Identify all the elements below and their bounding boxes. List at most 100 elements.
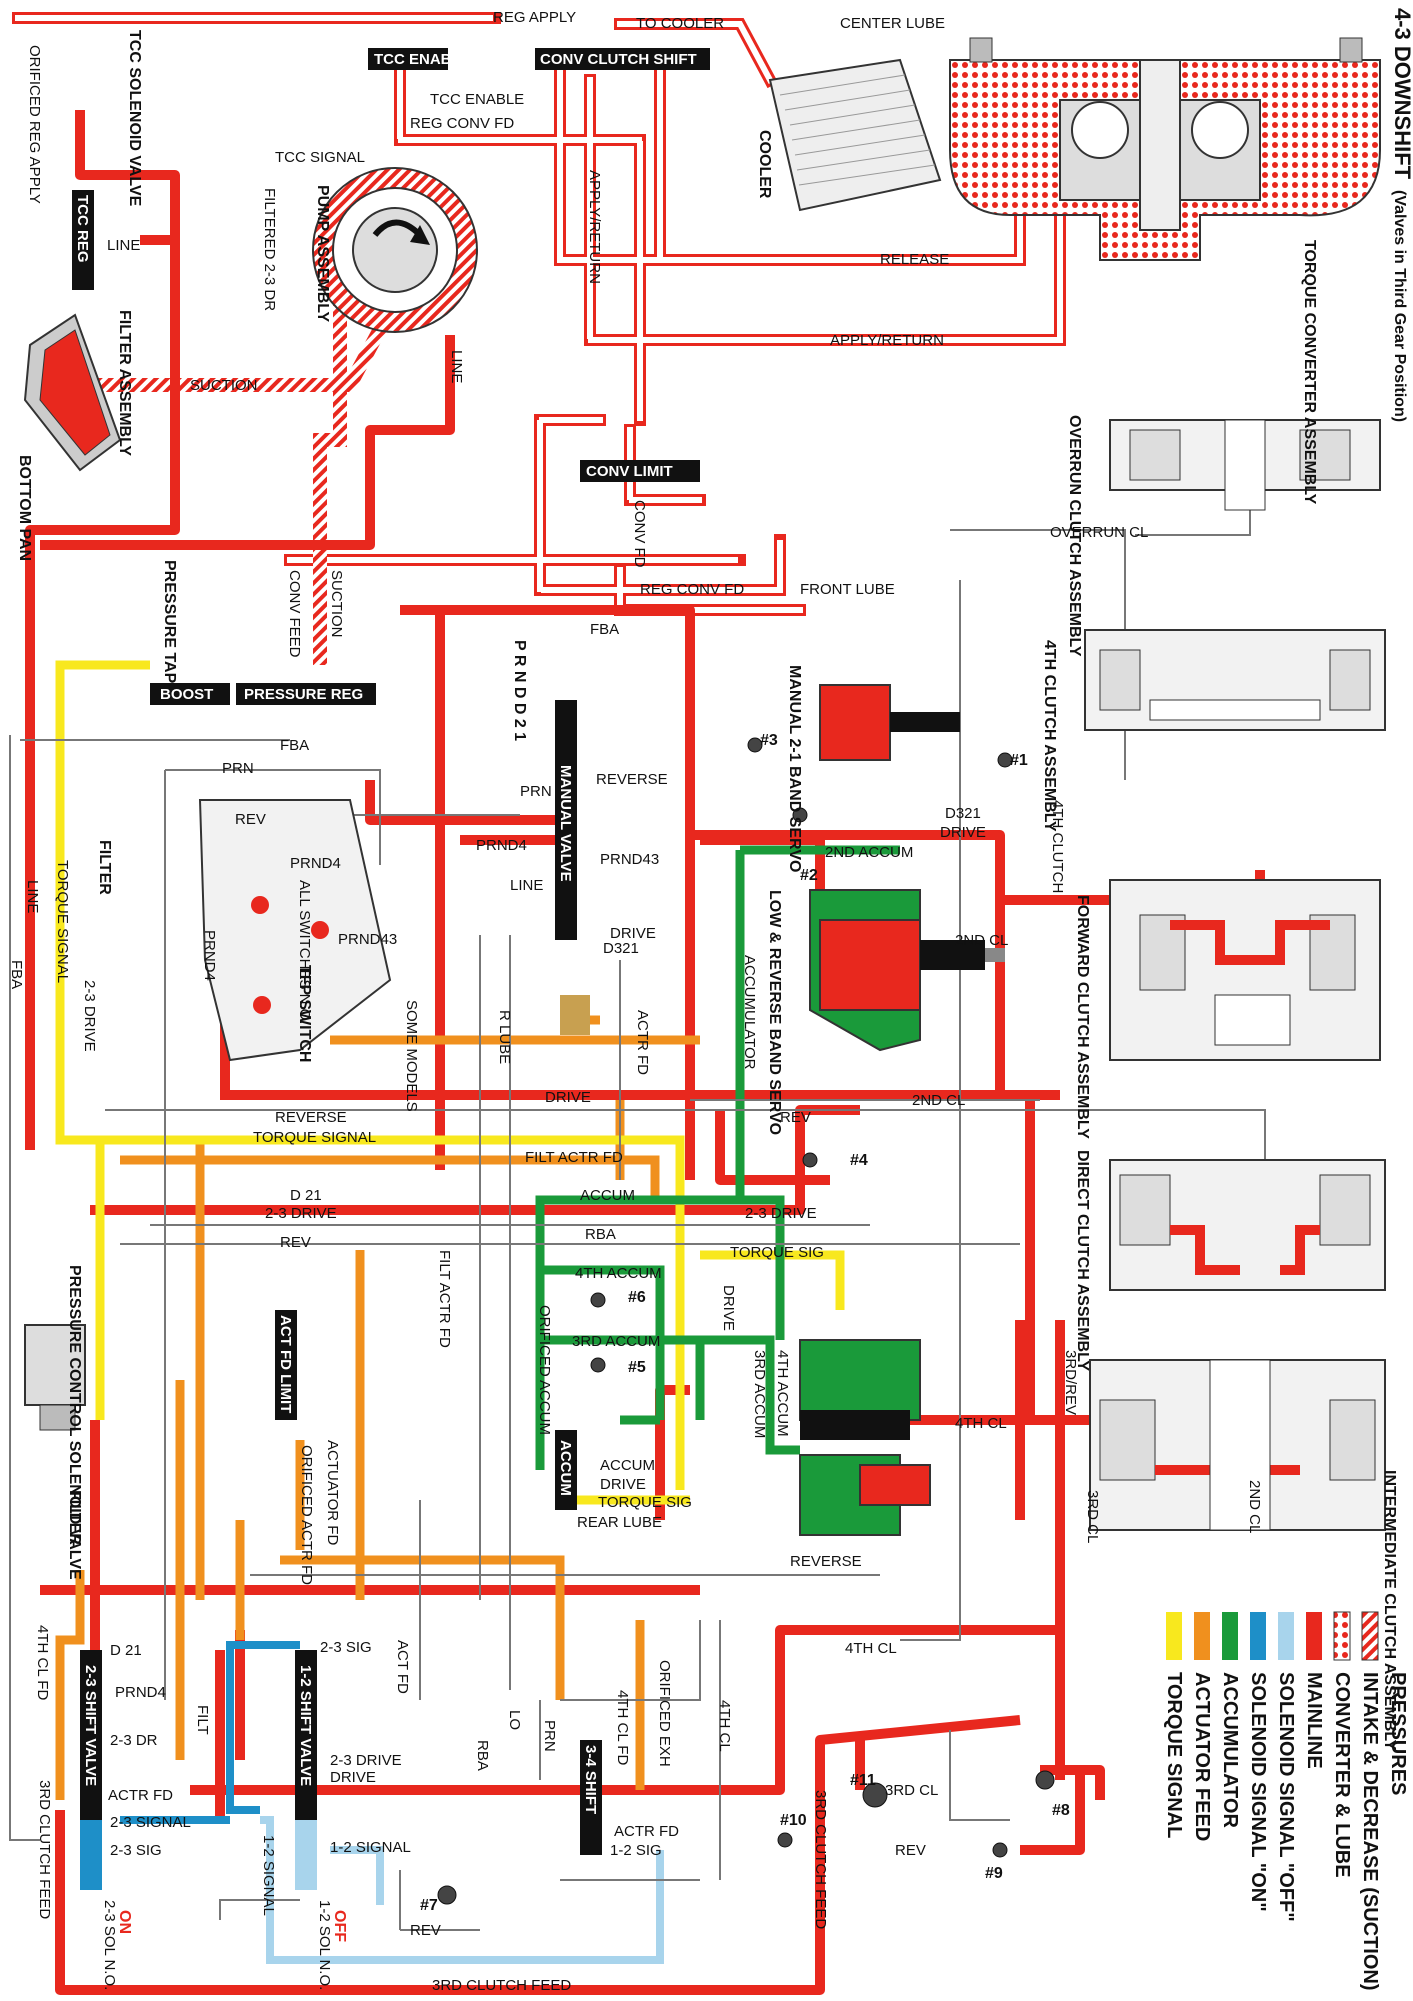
line-2nd-accum: 2ND ACCUM xyxy=(825,844,913,861)
label-forward-clutch: FORWARD CLUTCH ASSEMBLY xyxy=(1074,895,1091,1139)
line-4th-cl-fd-2: 4TH CL FD xyxy=(614,1690,631,1765)
legend-sol-on: SOLENOID SIGNAL "ON" xyxy=(1247,1672,1269,1912)
low-reverse-band-servo xyxy=(809,889,1005,1052)
line-line-vert: LINE xyxy=(24,880,41,913)
line-4th-clutch-vert: 4TH CLUTCH xyxy=(1049,800,1066,893)
line-3rd-cl: 3RD CL xyxy=(885,1782,938,1799)
line-prnd4: PRND4 xyxy=(476,837,527,854)
line-prn-2: PRN xyxy=(520,783,552,800)
valve-accum: ACCUM xyxy=(557,1440,574,1496)
line-apply-return-vert: APPLY/RETURN xyxy=(586,170,603,284)
line-2-3-sig-low: 2-3 SIG xyxy=(110,1842,162,1859)
line-4th-accum: 4TH ACCUM xyxy=(575,1265,662,1282)
line-accum: ACCUM xyxy=(580,1187,635,1204)
line-orificed-accum: ORIFICED ACCUM xyxy=(536,1305,553,1435)
line-filt-actr-fd-vert: FILT ACTR FD xyxy=(436,1250,453,1348)
line-4th-accum-vert: 4TH ACCUM xyxy=(774,1350,791,1437)
label-torque-converter: TORQUE CONVERTER ASSEMBLY xyxy=(1301,240,1318,505)
line-orificed-exh: ORIFICED EXH xyxy=(656,1660,673,1767)
title-block: 4-3 DOWNSHIFT (Valves in Third Gear Posi… xyxy=(1390,8,1413,422)
checkball-5: #5 xyxy=(628,1359,646,1376)
line-actr-fd-vert: ACTR FD xyxy=(634,1010,651,1075)
torque-signal-passages xyxy=(55,660,845,1505)
checkball-11: #11 xyxy=(850,1772,876,1789)
line-apply-return: APPLY/RETURN xyxy=(830,332,944,349)
line-torque-sig: TORQUE SIG xyxy=(730,1244,824,1261)
legend-accumulator: ACCUMULATOR xyxy=(1219,1672,1241,1828)
label-low-reverse-servo: LOW & REVERSE BAND SERVO xyxy=(766,890,783,1135)
tfp-switch xyxy=(198,799,392,1062)
line-3rd-accum-vert: 3RD ACCUM xyxy=(751,1350,768,1438)
page-title: 4-3 DOWNSHIFT xyxy=(1390,8,1413,180)
line-2-3-drive-right: 2-3 DRIVE xyxy=(745,1205,817,1222)
line-actuator-fd: ACTUATOR FD xyxy=(324,1440,341,1545)
valve-tcc-reg: TCC REG xyxy=(74,195,91,263)
line-rev: REV xyxy=(235,811,266,828)
line-drive-accum: DRIVE xyxy=(600,1476,646,1493)
line-rba: RBA xyxy=(585,1226,616,1243)
line-conv-feed: CONV FEED xyxy=(286,570,303,658)
label-tcc-solenoid: TCC SOLENOID VALVE xyxy=(126,30,143,207)
manual-2-1-band-servo xyxy=(819,684,960,761)
line-to-cooler: TO COOLER xyxy=(636,15,724,32)
line-drive-vert: DRIVE xyxy=(720,1285,737,1331)
line-conv-fd: CONV FD xyxy=(631,500,648,568)
checkball-1: #1 xyxy=(1010,752,1028,769)
line-prnd4-tfp: PRND4 xyxy=(290,855,341,872)
label-filter-assembly: FILTER ASSEMBLY xyxy=(116,310,133,456)
component-labels: TORQUE CONVERTER ASSEMBLY COOLER PUMP AS… xyxy=(16,30,1398,1751)
legend-heading: PRESSURES xyxy=(1387,1672,1409,1795)
passage-labels: REG APPLY TO COOLER CENTER LUBE TCC ENAB… xyxy=(8,9,1263,1994)
valve-pressure-reg: PRESSURE REG xyxy=(244,686,363,703)
label-direct-clutch: DIRECT CLUTCH ASSEMBLY xyxy=(1074,1150,1091,1371)
line-prnd43: PRND43 xyxy=(600,851,659,868)
line-4th-cl: 4TH CL xyxy=(955,1415,1007,1432)
line-2nd-cl: 2ND CL xyxy=(955,932,1008,949)
valve-act-fd-limit: ACT FD LIMIT xyxy=(277,1315,294,1413)
line-drive-mid: DRIVE xyxy=(545,1089,591,1106)
line-actr-fd-low: ACTR FD xyxy=(108,1787,173,1804)
line-filt: FILT xyxy=(194,1705,211,1735)
forward-clutch-assembly xyxy=(1109,879,1381,1061)
line-accum-2: ACCUM xyxy=(600,1457,655,1474)
line-3rd-accum: 3RD ACCUM xyxy=(572,1333,660,1350)
legend-torque-signal: TORQUE SIGNAL xyxy=(1163,1672,1185,1838)
line-rev-mid: REV xyxy=(780,1109,811,1126)
valve-manual: MANUAL VALVE xyxy=(557,765,574,882)
label-pressure-tap: PRESSURE TAP xyxy=(161,560,178,684)
solenoid-1-2: 1-2 SOL N.O. xyxy=(316,1900,333,1990)
line-2-3-drive: 2-3 DRIVE xyxy=(265,1205,337,1222)
line-reg-conv-fd: REG CONV FD xyxy=(410,115,514,132)
empty-passages xyxy=(9,420,1266,1931)
legend-sol-off: SOLENOID SIGNAL "OFF" xyxy=(1275,1672,1297,1922)
filter-assembly xyxy=(23,313,122,472)
line-1-2-sig: 1-2 SIG xyxy=(610,1842,662,1859)
overrun-clutch-assembly xyxy=(1109,419,1381,511)
line-orificed-actr-fd: ORIFICED ACTR FD xyxy=(298,1445,315,1585)
pump-assembly xyxy=(312,167,478,333)
label-all-switches: ALL SWITCHES N.O. xyxy=(296,880,313,1024)
label-cooler: COOLER xyxy=(756,130,773,199)
accumulator-passages xyxy=(535,845,900,1470)
line-r-lube: R LUBE xyxy=(496,1010,513,1064)
solenoid-signal-passages xyxy=(120,1641,664,1964)
line-d21-low: D 21 xyxy=(110,1642,142,1659)
line-torque-signal: TORQUE SIGNAL xyxy=(253,1129,376,1146)
legend-swatches xyxy=(1166,1611,1379,1661)
suction-passages xyxy=(98,300,392,665)
checkball-3: #3 xyxy=(760,732,778,749)
line-reg-conv-fd-2: REG CONV FD xyxy=(640,581,744,598)
line-accumulator-vert: ACCUMULATOR xyxy=(741,955,758,1070)
label-tfp-switch: TFP SWITCH xyxy=(296,965,313,1062)
line-3rd-rev: 3RD/REV xyxy=(1062,1350,1079,1415)
line-torque-signal-vert: TORQUE SIGNAL xyxy=(54,860,71,983)
line-suction: SUCTION xyxy=(190,377,258,394)
line-line-top: LINE xyxy=(107,237,140,254)
checkball-7: #7 xyxy=(420,1897,438,1914)
line-rev-low: REV xyxy=(280,1234,311,1251)
line-3rd-clutch-feed-right: 3RD CLUTCH FEED xyxy=(812,1790,829,1929)
page-subtitle: (Valves in Third Gear Position) xyxy=(1391,190,1408,422)
line-release: RELEASE xyxy=(880,251,949,268)
line-4th-cl-fd: 4TH CL FD xyxy=(34,1625,51,1700)
line-prnd43-tfp: PRND43 xyxy=(338,931,397,948)
